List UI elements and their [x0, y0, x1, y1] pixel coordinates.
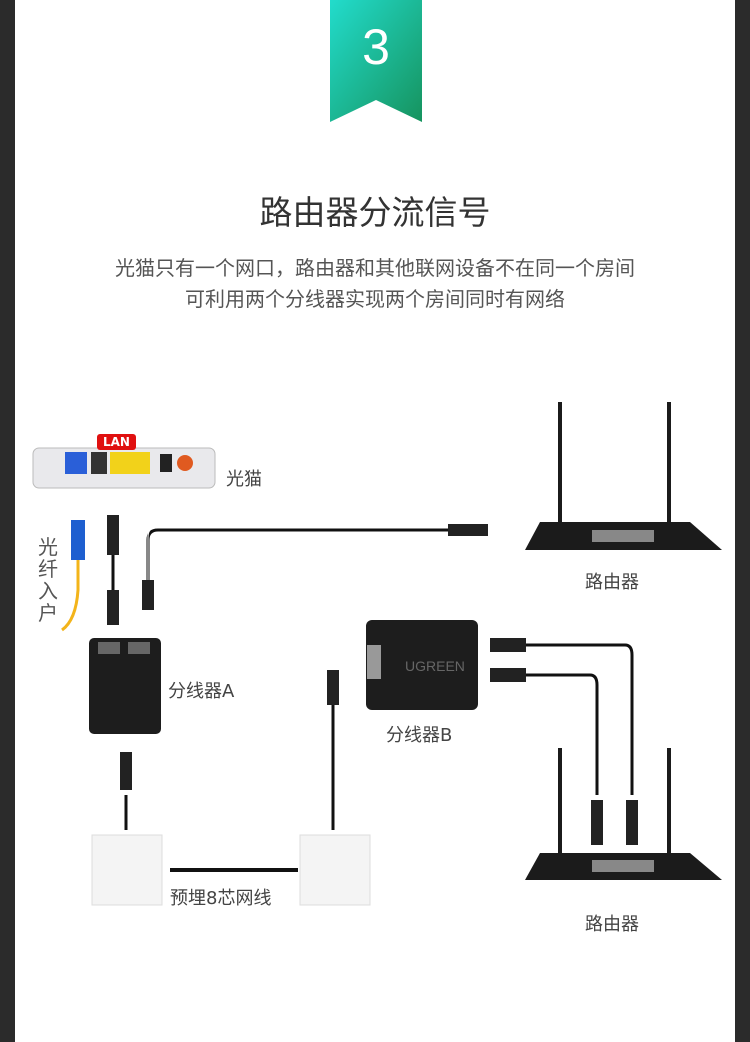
wall-plate-b — [299, 834, 371, 906]
optical-modem — [32, 447, 216, 489]
splitter-b-device: UGREEN — [366, 620, 478, 710]
router-bottom-label: 路由器 — [585, 914, 639, 935]
fiber-cable — [61, 530, 80, 632]
fiber-connector — [71, 520, 85, 560]
brand-logo: UGREEN — [405, 658, 465, 674]
router-bottom — [525, 748, 722, 880]
page-title: 路由器分流信号 — [259, 193, 491, 232]
splitter-a-device — [89, 638, 161, 734]
step-badge: 3 — [330, 0, 422, 122]
modem-label: 光猫 — [226, 469, 262, 490]
badge-ribbon-shape — [330, 0, 422, 122]
cable-label: 预埋8芯网线 — [170, 888, 272, 909]
splitter-a-label: 分线器A — [168, 681, 235, 702]
router-top — [525, 402, 722, 550]
description-line-1: 光猫只有一个网口，路由器和其他联网设备不在同一个房间 — [115, 256, 635, 280]
cables — [111, 525, 634, 872]
step-number: 3 — [362, 19, 390, 75]
splitter-b-label: 分线器B — [386, 725, 453, 746]
rj45-plugs — [107, 515, 638, 845]
wall-plate-a — [91, 834, 163, 906]
description-line-2: 可利用两个分线器实现两个房间同时有网络 — [185, 287, 565, 311]
router-top-label: 路由器 — [585, 572, 639, 593]
network-diagram: UGREEN — [32, 402, 722, 906]
lan-tag: LAN — [97, 434, 136, 450]
fiber-in-label: 光纤入户 — [38, 535, 58, 625]
